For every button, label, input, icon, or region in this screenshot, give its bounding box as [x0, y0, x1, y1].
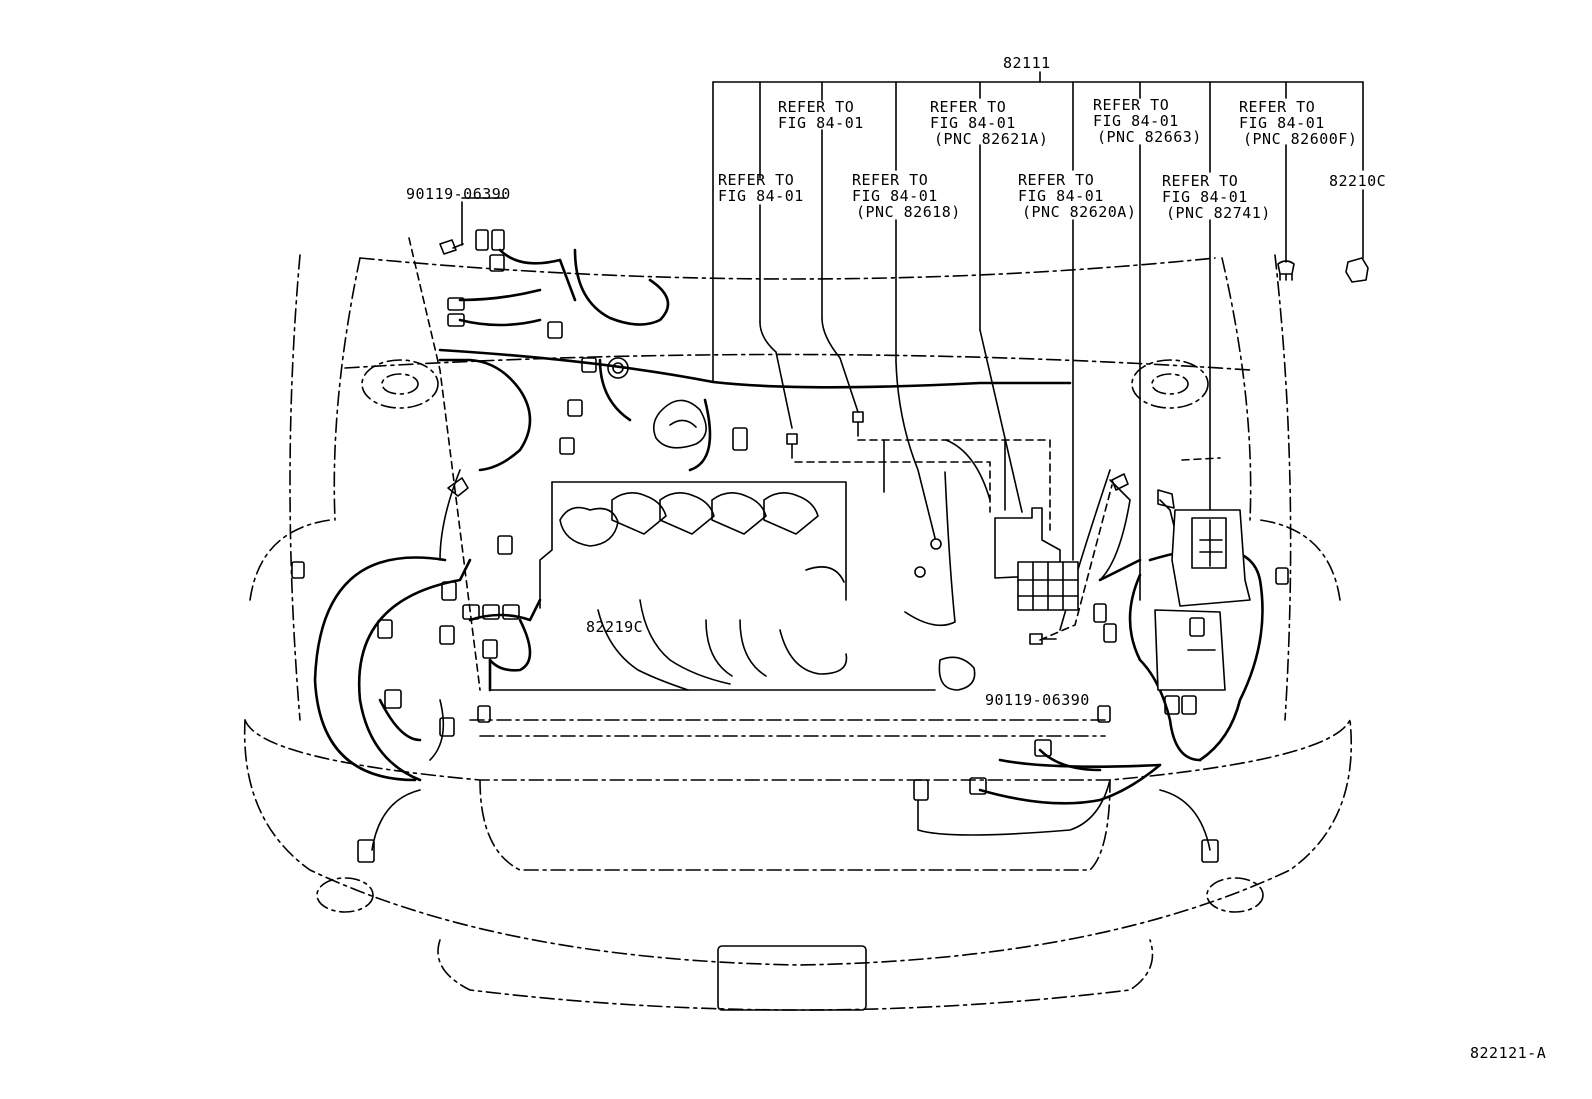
main-harness	[313, 248, 1264, 805]
ref-6-line1: REFER TO	[1162, 172, 1238, 190]
ref-4-line2: FIG 84-01	[1018, 187, 1104, 205]
reservoir	[652, 399, 707, 449]
ref-6-line3: (PNC 82741)	[1166, 204, 1271, 222]
ref-0-line2: FIG 84-01	[718, 187, 804, 205]
headlights	[316, 359, 1264, 913]
clip-icon	[1277, 260, 1295, 281]
ref-5-line2: FIG 84-01	[1093, 112, 1179, 130]
engine-wire-part-number: 82219C	[586, 618, 643, 636]
relay-icon	[1345, 257, 1369, 283]
fuse-box-right	[1154, 509, 1251, 691]
relay-part-number: 82210C	[1329, 172, 1386, 190]
ref-2-line2: FIG 84-01	[852, 187, 938, 205]
ref-6-line2: FIG 84-01	[1162, 188, 1248, 206]
ref-4-line3: (PNC 82620A)	[1022, 203, 1136, 221]
engine-block	[489, 439, 991, 691]
ref-0-line1: REFER TO	[718, 171, 794, 189]
vehicle-body	[243, 254, 1353, 1011]
bolt-icon	[439, 239, 1057, 645]
connectors	[291, 229, 1289, 863]
ref-3-line3: (PNC 82621A)	[934, 130, 1048, 148]
ref-5-line3: (PNC 82663)	[1097, 128, 1202, 146]
junction-block-left	[994, 507, 1079, 611]
ref-2-line1: REFER TO	[852, 171, 928, 189]
dashed-routing	[408, 237, 1221, 691]
bolt-right-part-number: 90119-06390	[985, 691, 1090, 709]
ref-7-line3: (PNC 82600F)	[1243, 130, 1357, 148]
leader-bracket	[461, 71, 1364, 601]
labels: 82111 REFER TO FIG 84-01 REFER TO FIG 84…	[406, 54, 1546, 1062]
ref-5-line1: REFER TO	[1093, 96, 1169, 114]
figure-code: 822121-A	[1470, 1044, 1546, 1062]
ref-7-line2: FIG 84-01	[1239, 114, 1325, 132]
ref-3-line1: REFER TO	[930, 98, 1006, 116]
license-plate	[717, 945, 867, 1011]
ref-3-line2: FIG 84-01	[930, 114, 1016, 132]
bolt-left-part-number: 90119-06390	[406, 185, 511, 203]
ref-7-line1: REFER TO	[1239, 98, 1315, 116]
ref-4-line1: REFER TO	[1018, 171, 1094, 189]
ref-2-line3: (PNC 82618)	[856, 203, 961, 221]
ref-1-line2: FIG 84-01	[778, 114, 864, 132]
ref-1-line1: REFER TO	[778, 98, 854, 116]
main-part-number: 82111	[1003, 54, 1051, 72]
